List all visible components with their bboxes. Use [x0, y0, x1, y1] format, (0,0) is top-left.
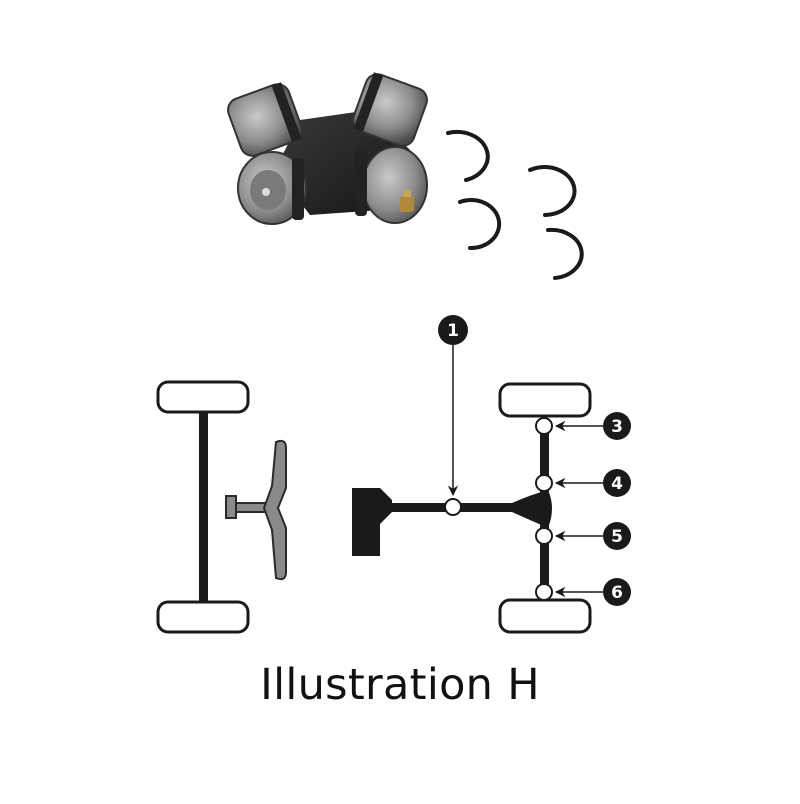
callout-3 [603, 412, 631, 440]
rear-axle-shaft [199, 412, 208, 602]
callout-6-label: 6 [611, 583, 623, 603]
transmission [352, 488, 392, 556]
rear-tire-top [156, 380, 250, 414]
clip-4 [546, 227, 584, 280]
callout-1 [438, 315, 468, 345]
steering-wheel-icon [225, 439, 287, 581]
joint-3 [535, 417, 553, 435]
joint-1 [444, 498, 462, 516]
joint-5 [535, 527, 553, 545]
callout-3-label: 3 [611, 417, 623, 437]
clip-3 [458, 198, 502, 251]
callout-1-label: 1 [447, 321, 459, 341]
u-joint-cross [227, 72, 428, 225]
illustration-caption: Illustration H [260, 660, 540, 710]
callout-6 [603, 578, 631, 606]
rear-tire-bottom [156, 600, 250, 634]
bearing-cap-front-right [355, 146, 428, 224]
u-joint-photo [227, 72, 584, 280]
rear-axle [156, 380, 250, 634]
callout-5-label: 5 [611, 527, 623, 547]
callout-5 [603, 522, 631, 550]
grease-fitting-icon [400, 190, 414, 212]
callouts: 1 3 4 5 6 [438, 315, 631, 606]
clip-2 [528, 165, 577, 217]
clip-1 [446, 129, 490, 182]
joint-4 [535, 474, 553, 492]
callout-4-label: 4 [611, 474, 623, 494]
front-tire-top [498, 382, 592, 418]
joint-6 [535, 583, 553, 601]
retaining-clips [446, 129, 584, 280]
front-tire-bottom [498, 598, 592, 634]
front-drivetrain [352, 382, 592, 634]
front-axle-shaft [540, 425, 549, 593]
bearing-cap-front-left [237, 151, 307, 225]
callout-4 [603, 469, 631, 497]
